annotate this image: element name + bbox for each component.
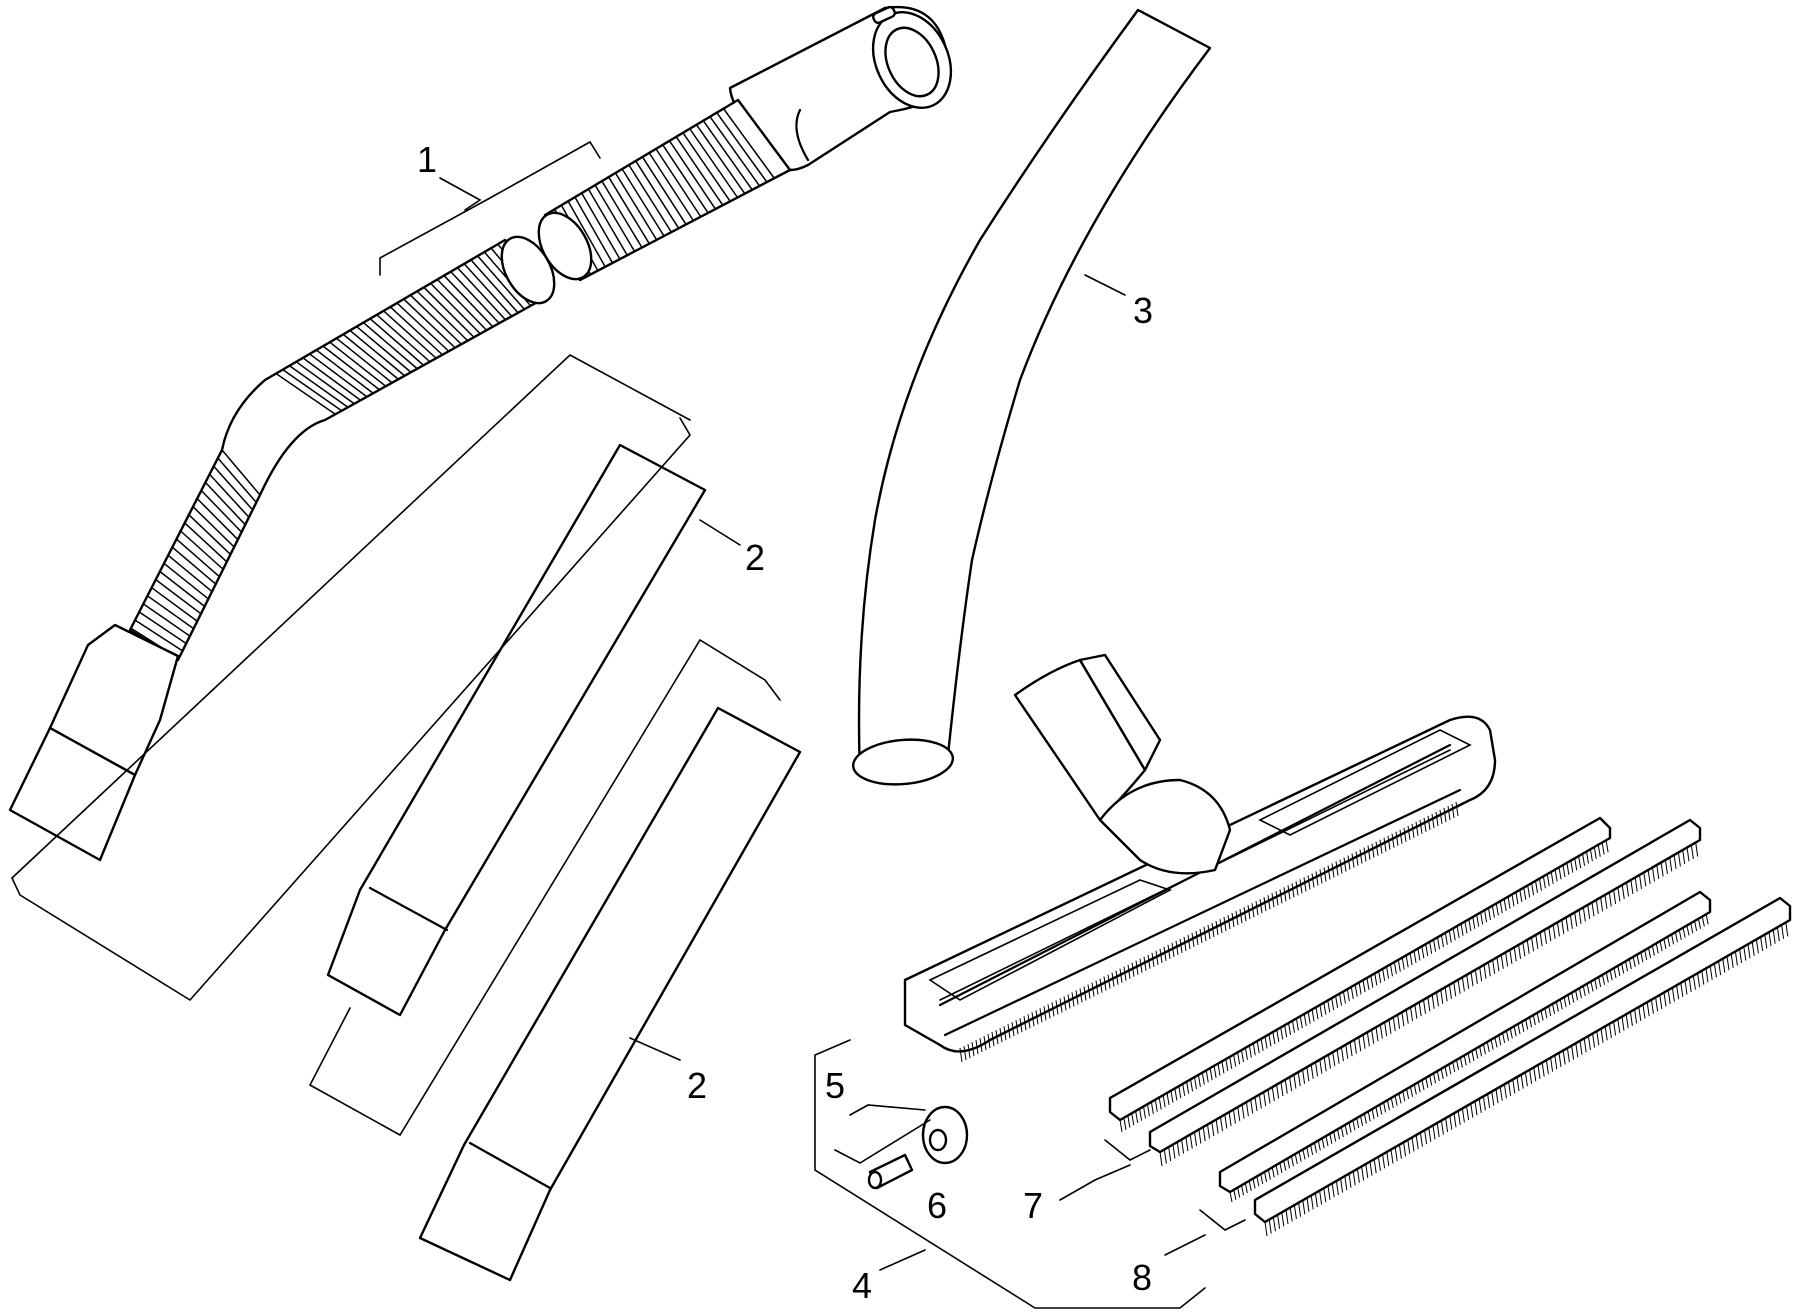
- callout-2-upper: 2: [745, 537, 765, 578]
- leader-lines: [439, 177, 1206, 1271]
- callout-2-lower: 2: [687, 1065, 707, 1106]
- floor-nozzle-part-4: [814, 653, 1497, 1309]
- callout-4: 4: [852, 1265, 872, 1306]
- bent-tube-part-3: [851, 8, 1212, 786]
- callout-6: 6: [927, 1185, 947, 1226]
- callout-3: 3: [1133, 290, 1153, 331]
- brush-strips-part-7: [1104, 816, 1702, 1167]
- callout-8: 8: [1132, 1257, 1152, 1298]
- extension-tube-part-2-a: [11, 354, 707, 1017]
- callout-7: 7: [1023, 1185, 1043, 1226]
- extension-tube-part-2-b: [308, 638, 802, 1282]
- callout-1: 1: [417, 139, 437, 180]
- brush-strips-part-8: [1199, 890, 1792, 1237]
- wheel-axle-part-5: [834, 1104, 931, 1190]
- suction-hose-part-1: [8, 5, 953, 862]
- callout-5: 5: [825, 1065, 845, 1106]
